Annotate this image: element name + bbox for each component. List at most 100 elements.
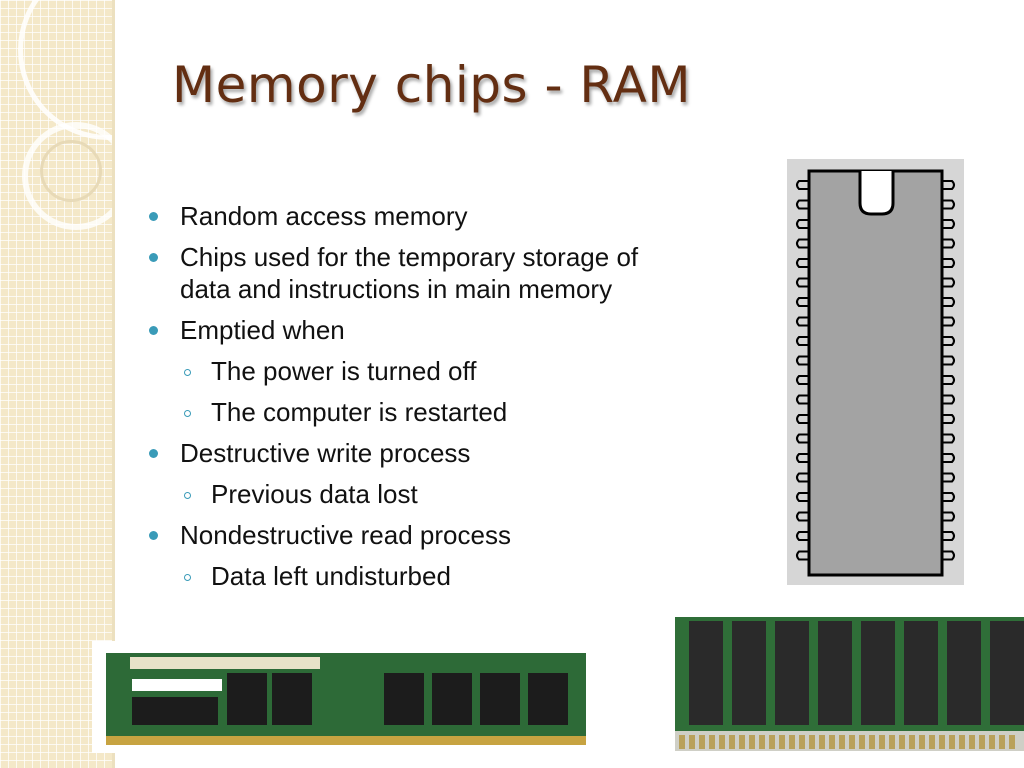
memory-chip <box>528 673 568 725</box>
chip-pin <box>942 531 955 541</box>
sub-bullet-item: Data left undisturbed <box>146 560 676 592</box>
chip-pin <box>942 355 955 366</box>
chip-pin <box>942 375 955 385</box>
side-strip-edge <box>112 0 115 768</box>
sub-bullet-item: The power is turned off <box>146 355 676 387</box>
chip-pin <box>942 199 955 210</box>
chip-pin <box>796 375 809 385</box>
memory-chip <box>947 621 981 725</box>
chip-pin <box>942 492 955 502</box>
gold-contact <box>799 735 805 749</box>
gold-contact <box>869 735 875 749</box>
gold-contact <box>709 735 715 749</box>
module-label <box>130 657 320 669</box>
memory-chip <box>732 621 766 725</box>
dip-chip-diagram-image <box>787 159 964 585</box>
gold-contact <box>919 735 925 749</box>
bullet-item: Nondestructive read process <box>146 519 676 551</box>
memory-chip <box>480 673 520 725</box>
chip-pin <box>942 433 955 444</box>
decorative-side-strip <box>0 0 112 768</box>
gold-contact <box>859 735 865 749</box>
chip-pin <box>796 472 809 483</box>
gold-contacts <box>106 736 586 745</box>
ram-closeup-svg <box>675 617 1024 751</box>
memory-chip <box>818 621 852 725</box>
memory-chip <box>384 673 424 725</box>
chip-pin <box>796 355 809 366</box>
chip-pins-right <box>942 180 955 561</box>
memory-chip <box>227 673 267 725</box>
gold-contact <box>839 735 845 749</box>
bullet-list: Random access memory Chips used for the … <box>146 200 676 592</box>
chip-pin <box>796 531 809 541</box>
bullet-item: Random access memory <box>146 200 676 232</box>
chip-pin <box>942 453 955 463</box>
chip-pin <box>796 219 809 229</box>
gold-contact <box>679 735 685 749</box>
chip-pin <box>942 511 955 522</box>
chip-pin <box>796 336 809 346</box>
gold-contact <box>769 735 775 749</box>
gold-contact <box>959 735 965 749</box>
gold-contact <box>779 735 785 749</box>
gold-contact <box>949 735 955 749</box>
chip-diagram-svg <box>796 169 955 577</box>
bullet-item: Emptied when <box>146 314 676 346</box>
gold-contact <box>939 735 945 749</box>
barcode-sticker <box>132 679 222 691</box>
gold-contact <box>929 735 935 749</box>
gold-contact <box>989 735 995 749</box>
bullet-item: Chips used for the temporary storage of … <box>146 241 676 305</box>
memory-chip <box>990 621 1024 725</box>
gold-contact <box>759 735 765 749</box>
chip-pin <box>942 277 955 288</box>
chip-pin <box>942 414 955 424</box>
gold-contact <box>809 735 815 749</box>
chip-pin <box>796 433 809 444</box>
decorative-ring <box>18 0 112 140</box>
chip-pin <box>796 277 809 288</box>
chip-pin <box>796 199 809 210</box>
chip-pin <box>942 297 955 307</box>
chip-pin <box>796 297 809 307</box>
chip-notch <box>858 171 895 216</box>
gold-contact <box>739 735 745 749</box>
chip-pin <box>796 238 809 249</box>
chip-pins-left <box>796 180 809 561</box>
chip-pin <box>796 258 809 268</box>
chip-pin <box>796 394 809 405</box>
memory-chip <box>689 621 723 725</box>
gold-contact <box>969 735 975 749</box>
gold-contact <box>889 735 895 749</box>
slide-title: Memory chips - RAM <box>172 56 691 114</box>
gold-contact <box>979 735 985 749</box>
ram-module-photo <box>92 641 590 753</box>
chip-pin <box>942 238 955 249</box>
chip-pin <box>942 258 955 268</box>
chip-pin <box>942 394 955 405</box>
bullet-item: Destructive write process <box>146 437 676 469</box>
chip-body <box>807 169 944 577</box>
closeup-chips <box>679 621 1024 749</box>
chip-pin <box>942 180 955 190</box>
stick-chips <box>132 673 568 725</box>
chip-pin <box>796 453 809 463</box>
memory-chip <box>861 621 895 725</box>
chip-pin <box>796 511 809 522</box>
memory-chip <box>904 621 938 725</box>
memory-chip <box>775 621 809 725</box>
sub-bullet-item: The computer is restarted <box>146 396 676 428</box>
gold-contact <box>909 735 915 749</box>
chip-pin <box>942 219 955 229</box>
chip-pin <box>796 180 809 190</box>
decorative-ring <box>22 122 112 230</box>
gold-contact <box>789 735 795 749</box>
gold-contact <box>749 735 755 749</box>
chip-pin <box>796 550 809 561</box>
chip-pin <box>942 472 955 483</box>
gold-contact <box>1009 735 1015 749</box>
gold-contact <box>899 735 905 749</box>
gold-contact <box>829 735 835 749</box>
gold-contact <box>849 735 855 749</box>
